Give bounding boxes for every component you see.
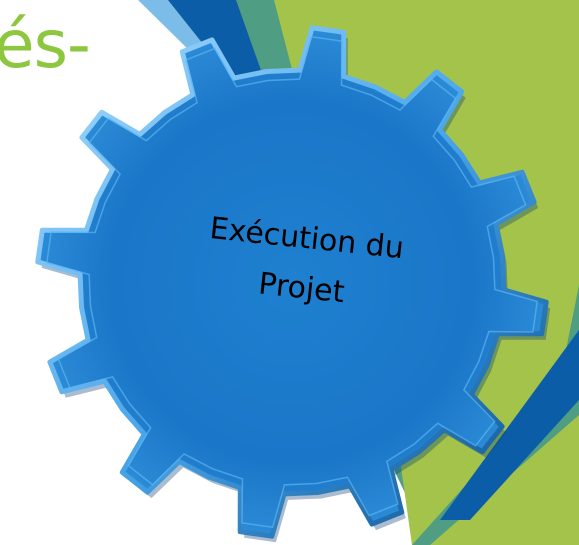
gear-body (35, 25, 549, 539)
lower-blue-wedge (440, 330, 579, 520)
gear-inner-highlight (45, 35, 539, 529)
partial-title: és- (0, 6, 91, 83)
gear-icon (35, 25, 551, 543)
